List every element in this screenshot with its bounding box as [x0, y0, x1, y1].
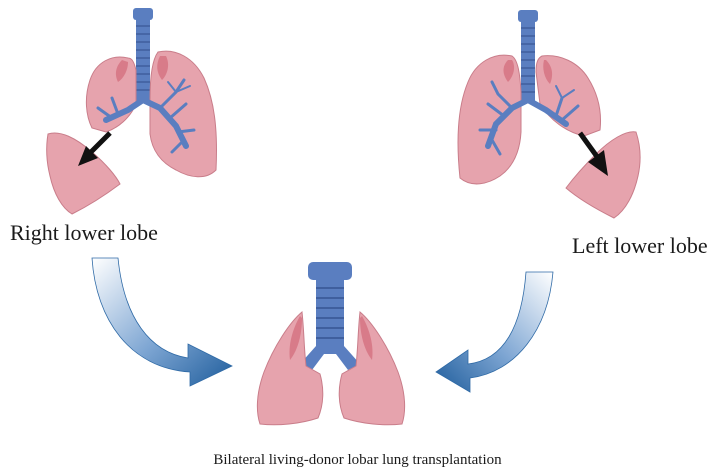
left-lower-lobe-graft [566, 132, 640, 218]
recipient-trachea [300, 262, 360, 370]
right-lower-lobe-graft [47, 133, 120, 214]
recipient-lungs [257, 262, 404, 425]
figure-caption: Bilateral living-donor lobar lung transp… [0, 452, 715, 469]
donor-right-lungs [47, 8, 217, 214]
left-lower-lobe-label: Left lower lobe [572, 233, 708, 259]
transfer-arrow-right-lobe [92, 258, 232, 386]
transfer-arrow-left-lobe [436, 272, 553, 392]
right-lower-lobe-label: Right lower lobe [10, 220, 158, 246]
donor-left-lungs [458, 10, 640, 218]
